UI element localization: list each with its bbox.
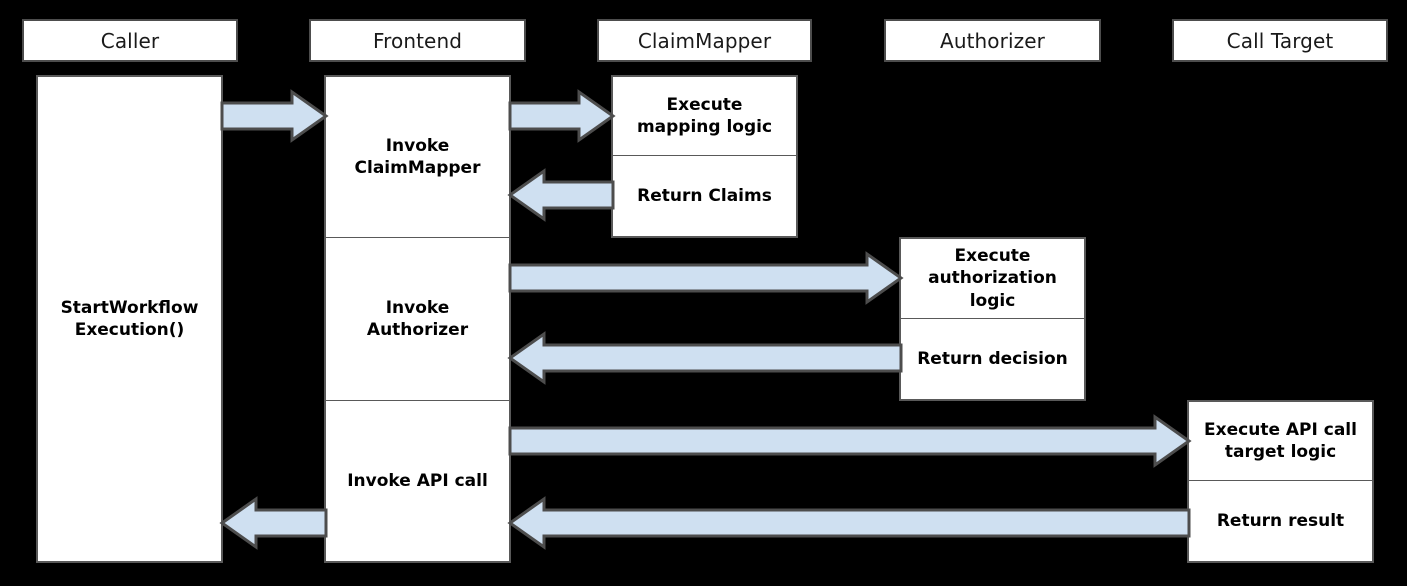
activation-calltarget-return-result[interactable]: Return result	[1187, 480, 1374, 563]
activation-calltarget-return-result-label: Return result	[1216, 510, 1345, 531]
lifeline-header-claimmapper[interactable]: ClaimMapper	[597, 19, 812, 62]
activation-claimmapper-return-claims-label: Return Claims	[637, 185, 772, 206]
lifeline-header-authorizer-label: Authorizer	[940, 28, 1045, 53]
message-arrow-caller-to-frontend[interactable]	[220, 89, 329, 143]
lifeline-header-authorizer[interactable]: Authorizer	[884, 19, 1101, 62]
activation-authorizer-return-decision[interactable]: Return decision	[899, 318, 1086, 401]
activation-frontend-invoke-api-call-label: Invoke API call	[347, 470, 488, 491]
lifeline-header-claimmapper-label: ClaimMapper	[637, 28, 772, 53]
message-arrow-frontend-to-calltarget[interactable]	[508, 414, 1192, 468]
activation-claimmapper-return-claims[interactable]: Return Claims	[611, 155, 798, 238]
lifeline-header-calltarget[interactable]: Call Target	[1172, 19, 1388, 62]
message-arrow-frontend-to-caller[interactable]	[219, 496, 328, 550]
message-arrow-claimmapper-to-frontend[interactable]	[507, 168, 615, 222]
lifeline-header-caller[interactable]: Caller	[22, 19, 238, 62]
lifeline-header-caller-label: Caller	[100, 28, 160, 53]
lifeline-header-frontend[interactable]: Frontend	[309, 19, 526, 62]
message-arrow-frontend-to-claimmapper[interactable]	[508, 89, 616, 143]
lifeline-header-frontend-label: Frontend	[372, 28, 463, 53]
activation-authorizer-return-decision-label: Return decision	[917, 348, 1068, 369]
message-arrow-authorizer-to-frontend[interactable]	[507, 331, 903, 385]
activation-frontend-invoke-api-call[interactable]: Invoke API call	[324, 400, 511, 563]
message-arrow-frontend-to-authorizer[interactable]	[508, 251, 904, 305]
message-arrow-calltarget-to-frontend[interactable]	[507, 496, 1191, 550]
lifeline-header-calltarget-label: Call Target	[1226, 28, 1334, 53]
